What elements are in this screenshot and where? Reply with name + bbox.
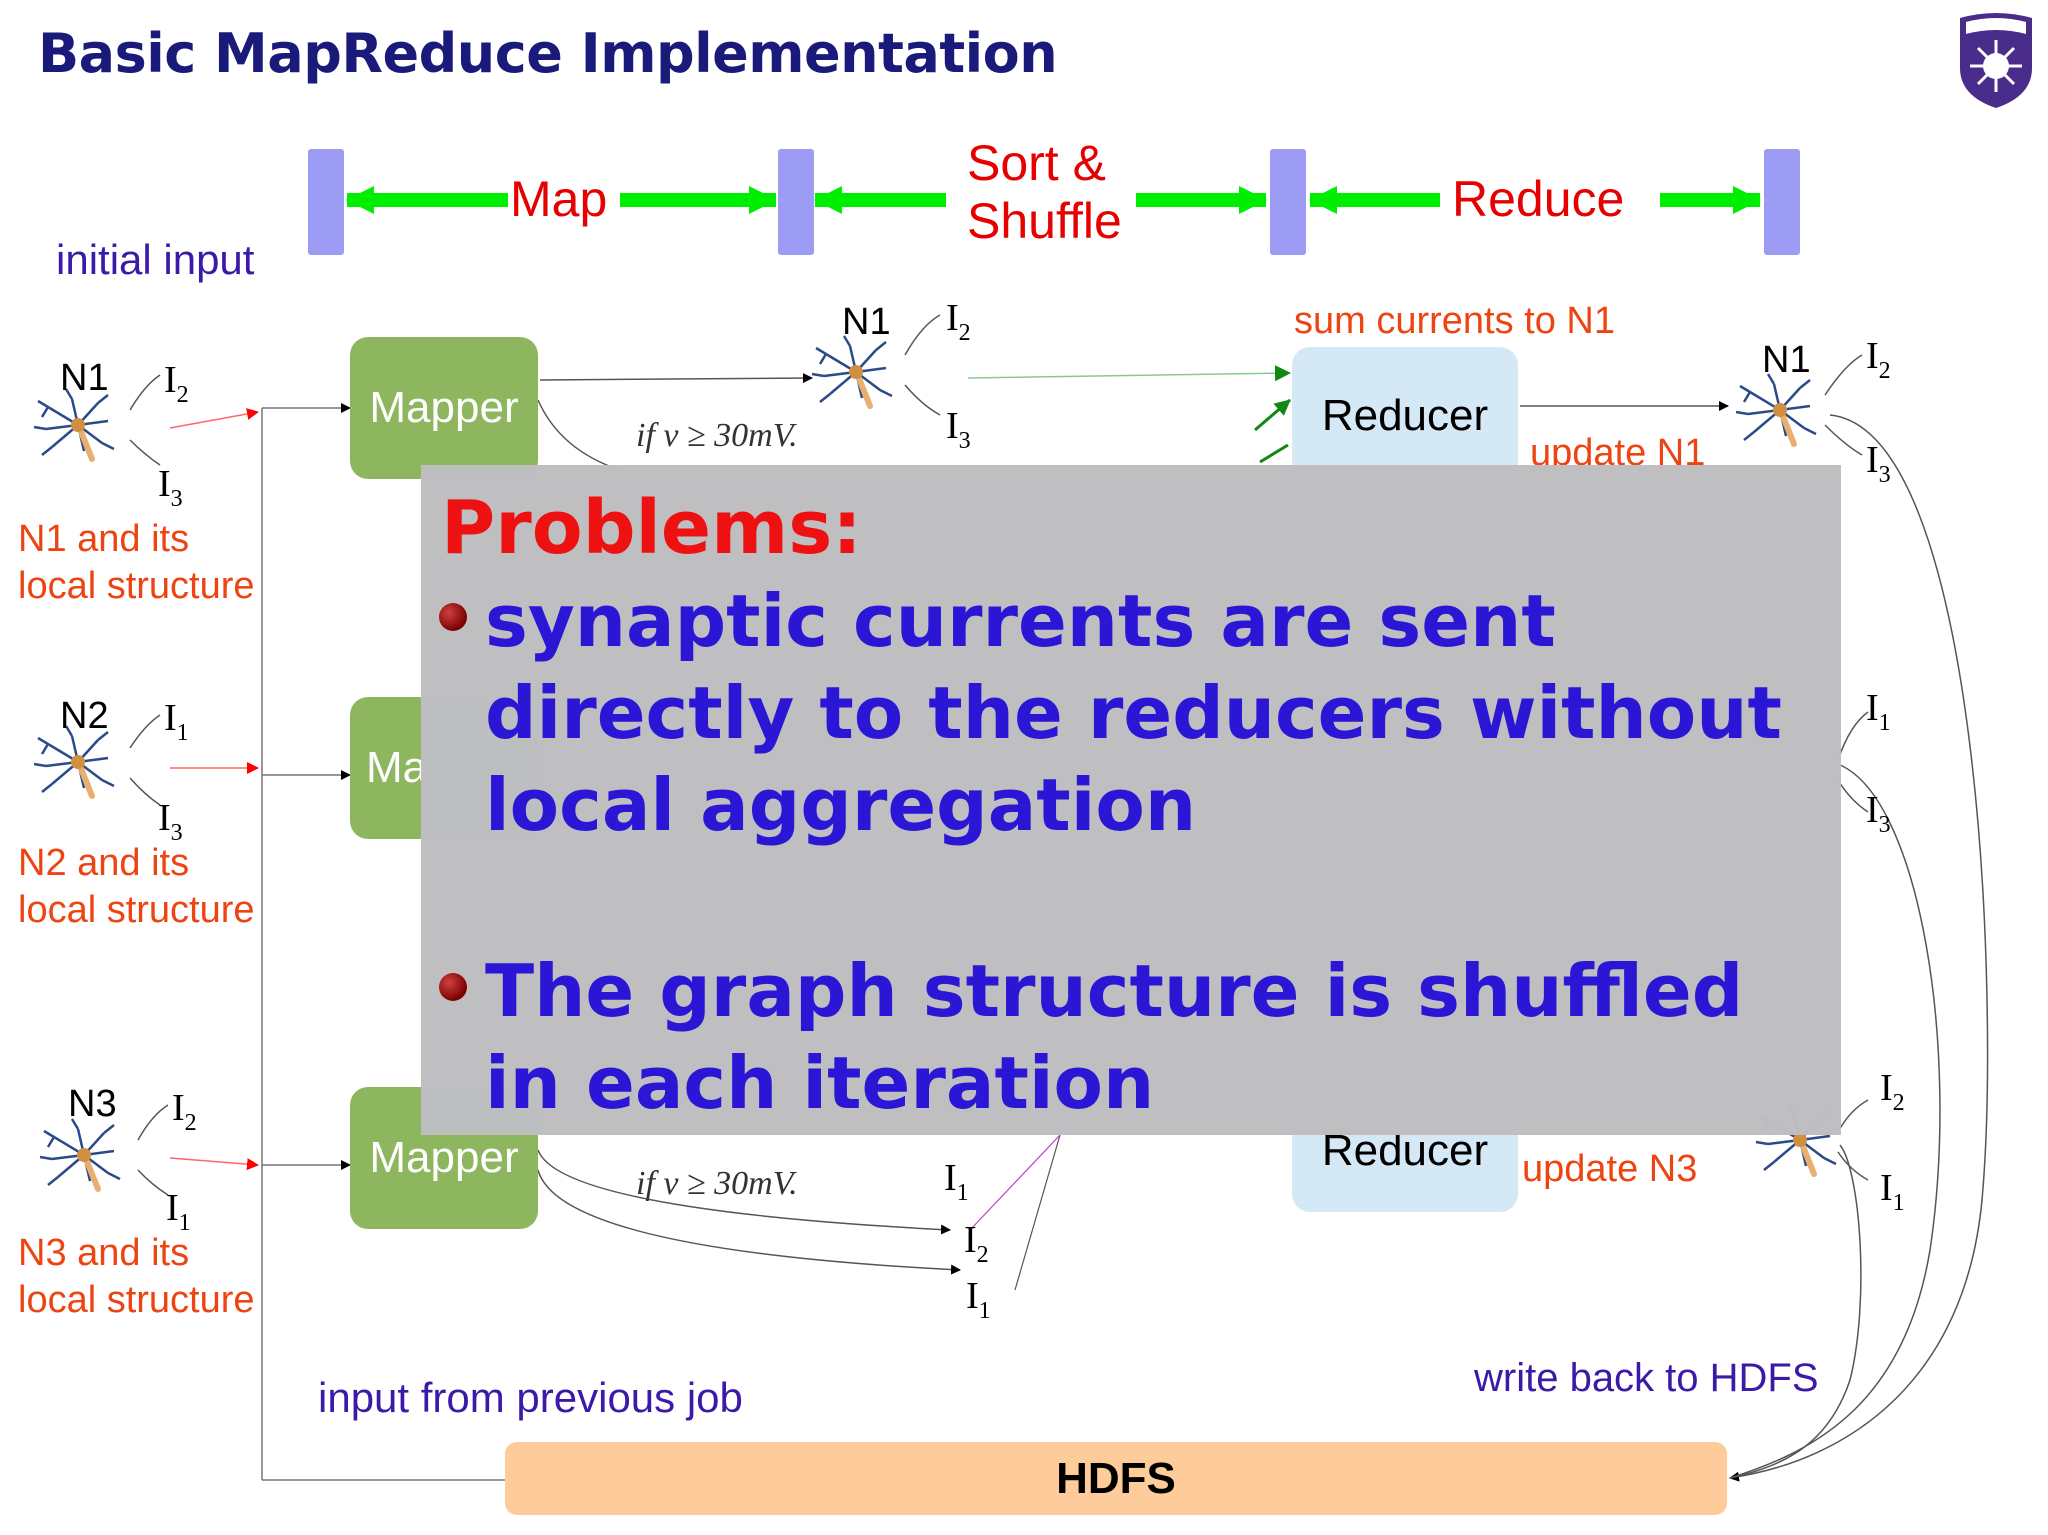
svg-text:I3: I3: [1866, 789, 1891, 838]
phase-boundary-bar: [778, 149, 814, 255]
phase-boundary-bar: [308, 149, 344, 255]
svg-text:I3: I3: [158, 463, 183, 512]
phase-boundary-bar: [1764, 149, 1800, 255]
svg-text:I2: I2: [964, 1219, 989, 1268]
svg-text:I2: I2: [172, 1087, 197, 1136]
slide-title: Basic MapReduce Implementation: [38, 22, 1058, 85]
svg-text:I3: I3: [1866, 439, 1891, 488]
bullet-icon: [439, 603, 467, 631]
phase-label-sort-line1: Sort &: [967, 135, 1106, 191]
svg-text:N2: N2: [60, 695, 109, 737]
phase-label-shuffle-line2: Shuffle: [967, 193, 1122, 249]
svg-text:I1: I1: [944, 1157, 969, 1206]
phase-boundary-bar: [1270, 149, 1306, 255]
svg-text:I1: I1: [966, 1275, 991, 1324]
svg-text:I2: I2: [164, 359, 189, 408]
svg-text:if v ≥ 30mV.: if v ≥ 30mV.: [636, 1165, 798, 1202]
hdfs-box: HDFS: [505, 1442, 1727, 1515]
svg-text:N1: N1: [1762, 339, 1811, 381]
svg-text:I3: I3: [158, 797, 183, 846]
svg-text:I2: I2: [946, 297, 971, 346]
svg-text:I1: I1: [164, 697, 189, 746]
svg-text:I1: I1: [166, 1187, 191, 1236]
svg-text:N3: N3: [68, 1083, 117, 1125]
svg-text:I3: I3: [946, 405, 971, 454]
svg-text:N1: N1: [60, 357, 109, 399]
svg-text:if v ≥ 30mV.: if v ≥ 30mV.: [636, 417, 798, 454]
problems-overlay: Problems: synaptic currents are sent dir…: [421, 465, 1841, 1135]
write-back-label: write back to HDFS: [1474, 1356, 1819, 1400]
input-from-previous-job-label: input from previous job: [318, 1374, 743, 1421]
svg-text:I2: I2: [1866, 335, 1891, 384]
phase-label-map: Map: [510, 171, 608, 227]
bullet-icon: [439, 973, 467, 1001]
initial-input-label: initial input: [56, 236, 255, 283]
svg-text:I1: I1: [1880, 1167, 1905, 1216]
svg-text:N1: N1: [842, 301, 891, 343]
university-shield-logo: [1960, 13, 2032, 108]
svg-text:I2: I2: [1880, 1067, 1905, 1116]
problem-item-1: synaptic currents are sent directly to t…: [485, 579, 1782, 847]
mapper-box-1: Mapper: [350, 337, 538, 479]
update-n3-label: update N3: [1522, 1148, 1698, 1190]
phase-label-reduce: Reduce: [1452, 171, 1625, 227]
problems-heading: Problems:: [441, 485, 862, 571]
svg-text:I1: I1: [1866, 687, 1891, 736]
problem-item-2: The graph structure is shuffled in each …: [485, 949, 1744, 1125]
sum-currents-label: sum currents to N1: [1294, 300, 1615, 342]
